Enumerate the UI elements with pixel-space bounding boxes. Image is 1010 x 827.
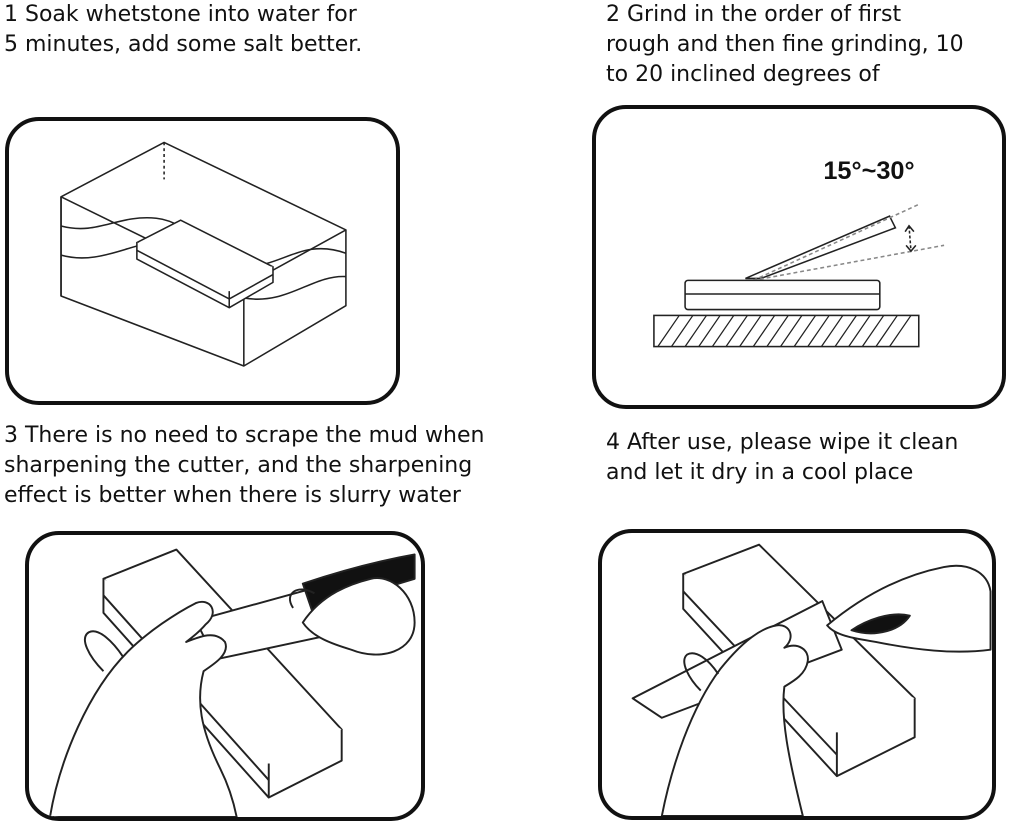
step-1-illustration: [5, 117, 400, 405]
grinding-angle-drawing: 15°~30°: [653, 157, 945, 348]
step-2-line-2: rough and then fine grinding, 10: [606, 32, 964, 57]
step-2-line-1: 2 Grind in the order of first: [606, 2, 902, 27]
base-surface: [653, 314, 920, 348]
right-hand: [301, 577, 416, 656]
knife-handle: [850, 613, 911, 635]
step-2-line-3: to 20 inclined degrees of: [606, 62, 880, 87]
step-4-line-1: 4 After use, please wipe it clean: [606, 430, 959, 455]
step-1-line-2: 5 minutes, add some salt better.: [4, 32, 363, 57]
step-2-illustration: 15°~30°: [592, 105, 1006, 409]
step-4-line-2: and let it dry in a cool place: [606, 460, 914, 485]
step-3-line-3: effect is better when there is slurry wa…: [4, 483, 461, 508]
left-hand: [48, 600, 238, 817]
step-3-caption: 3 There is no need to scrape the mud whe…: [4, 421, 484, 511]
step-2-caption: 2 Grind in the order of first rough and …: [606, 0, 964, 90]
step-1-caption: 1 Soak whetstone into water for 5 minute…: [4, 0, 362, 60]
step-3-illustration: [25, 531, 425, 821]
left-hand: [660, 624, 809, 816]
sharpening-hands-drawing: [48, 548, 416, 817]
soaking-whetstone-drawing: [60, 141, 347, 367]
wiping-clean-drawing: [631, 543, 992, 816]
step-3-line-1: 3 There is no need to scrape the mud whe…: [4, 423, 485, 448]
step-3-line-2: sharpening the cutter, and the sharpenin…: [4, 453, 473, 478]
step-4-illustration: [598, 529, 996, 820]
whetstone-side: [684, 279, 881, 311]
base-hatching: [657, 315, 912, 347]
step-1-line-1: 1 Soak whetstone into water for: [4, 2, 357, 27]
step-4-caption: 4 After use, please wipe it clean and le…: [606, 428, 958, 488]
angle-label: 15°~30°: [823, 157, 914, 185]
